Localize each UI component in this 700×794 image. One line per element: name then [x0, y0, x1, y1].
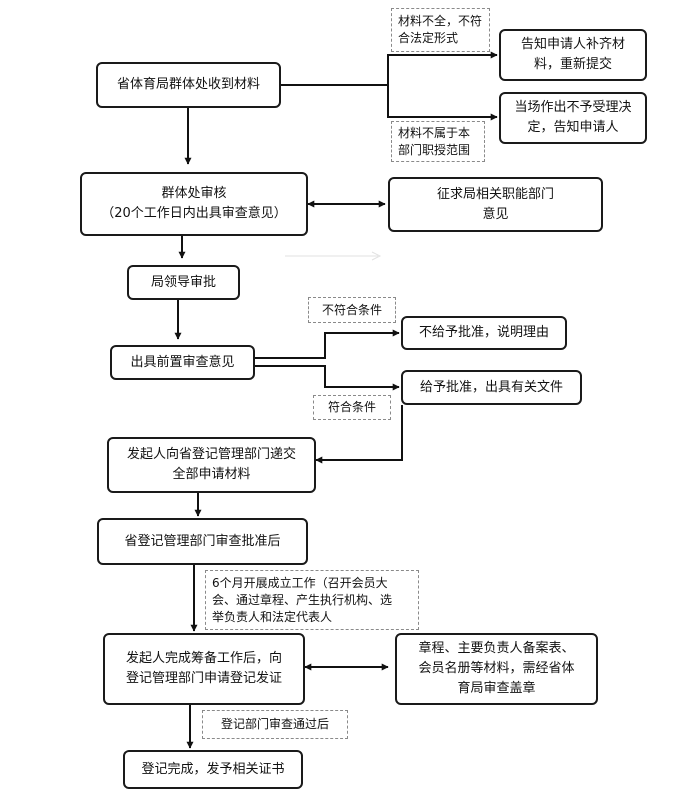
arrow-receive-to-reject	[387, 85, 498, 121]
step-consult-departments: 征求局相关职能部门 意见	[388, 177, 603, 232]
step-notify-reject: 当场作出不予受理决 定，告知申请人	[499, 92, 647, 144]
condition-out-of-scope: 材料不属于本 部门职授范围	[391, 121, 485, 162]
step-grant-approval: 给予批准，出具有关文件	[401, 370, 582, 405]
arrow-opinion-to-deny	[255, 329, 400, 359]
step-leader-approval: 局领导审批	[127, 265, 240, 300]
arrow-grant-to-submit	[315, 405, 403, 464]
step-submit-application: 发起人向省登记管理部门递交 全部申请材料	[107, 437, 316, 493]
condition-approved: 登记部门审查通过后	[202, 710, 348, 739]
step-deny-approval: 不给予批准，说明理由	[401, 316, 567, 350]
step-registration-complete: 登记完成，发予相关证书	[123, 750, 303, 789]
condition-incomplete-materials: 材料不全，不符 合法定形式	[391, 8, 490, 52]
arrow-opinion-to-grant	[255, 365, 400, 391]
step-apply-certificate: 发起人完成筹备工作后，向 登记管理部门申请登记发证	[103, 633, 305, 705]
arrow-receive-to-supplement	[281, 51, 498, 86]
step-filing-materials: 章程、主要负责人备案表、 会员名册等材料，需经省体 育局审查盖章	[395, 633, 598, 705]
step-registration-review: 省登记管理部门审查批准后	[97, 518, 308, 565]
step-group-review: 群体处审核 （20个工作日内出具审查意见）	[80, 172, 308, 236]
condition-not-eligible: 不符合条件	[308, 297, 396, 323]
step-issue-opinion: 出具前置审查意见	[110, 345, 255, 380]
step-receive-materials: 省体育局群体处收到材料	[96, 62, 281, 108]
condition-eligible: 符合条件	[313, 395, 391, 420]
step-notify-supplement: 告知申请人补齐材 料，重新提交	[499, 29, 647, 81]
condition-six-months: 6个月开展成立工作（召开会员大 会、通过章程、产生执行机构、选 举负责人和法定代…	[205, 570, 419, 630]
